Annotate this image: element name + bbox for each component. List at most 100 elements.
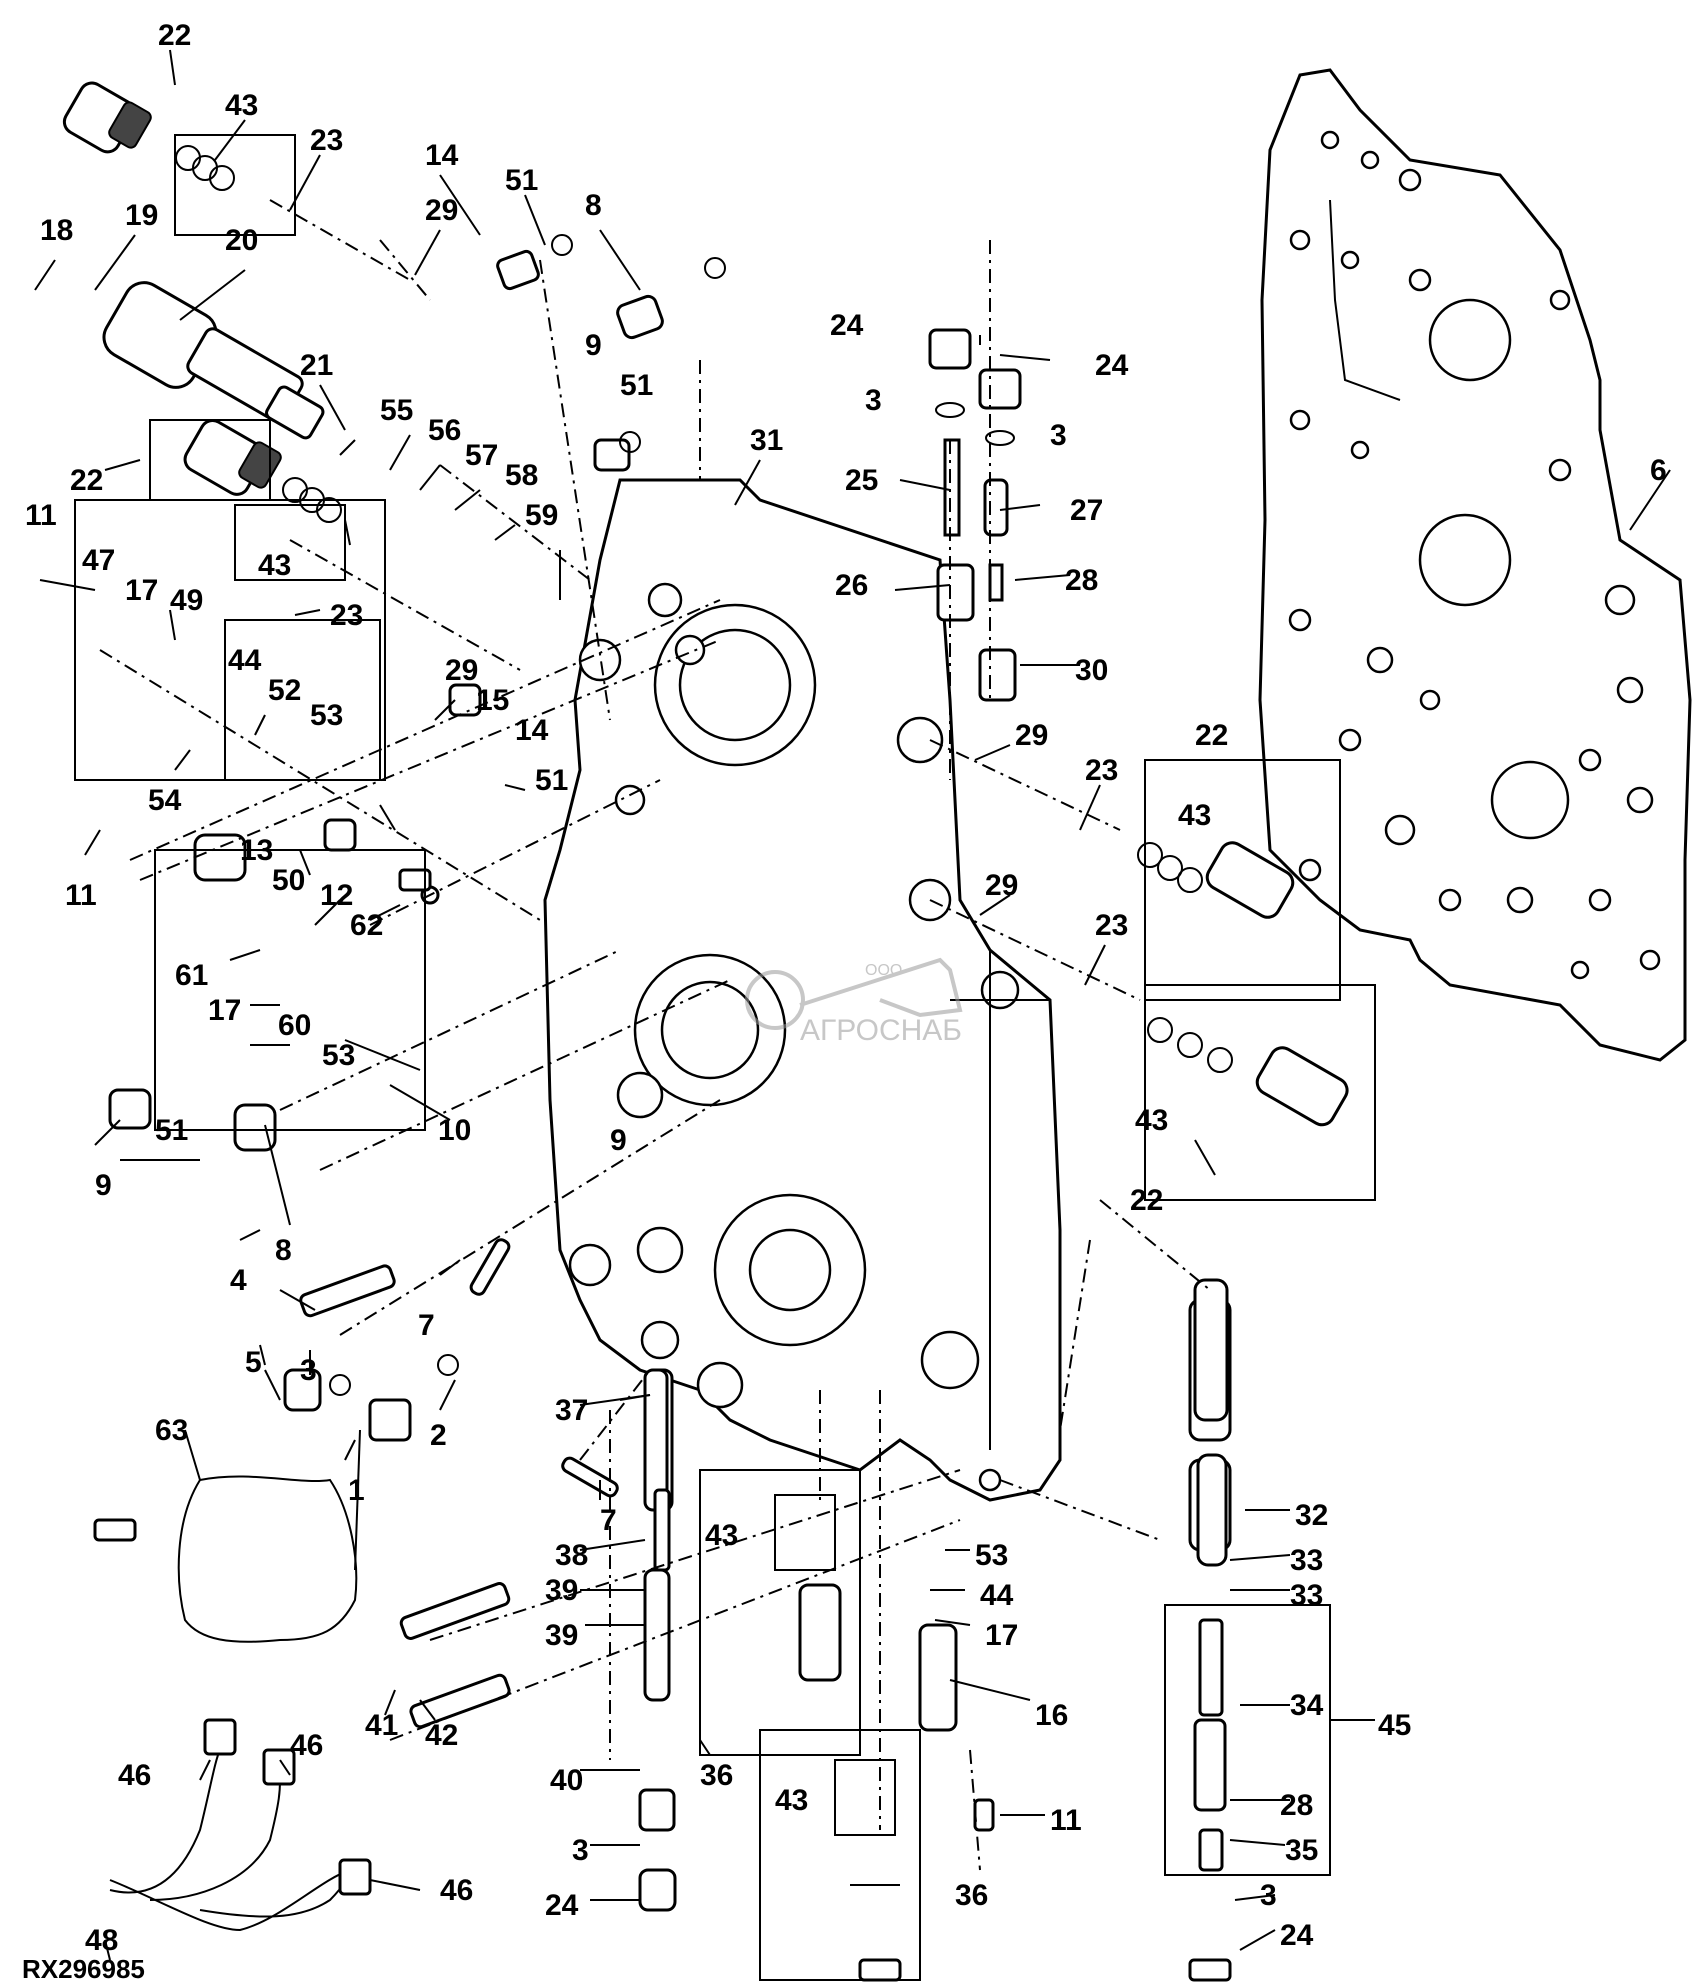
callout-62: 62	[350, 909, 383, 942]
callout-11: 11	[65, 879, 97, 912]
callout-15: 15	[476, 684, 509, 717]
callout-50: 50	[272, 864, 305, 897]
callout-43: 43	[775, 1784, 808, 1817]
callout-35: 35	[1285, 1834, 1318, 1867]
callout-29: 29	[985, 869, 1018, 902]
callout-1: 1	[348, 1474, 365, 1507]
callout-29: 29	[1015, 719, 1048, 752]
callout-59: 59	[525, 499, 558, 532]
callout-8: 8	[585, 189, 602, 222]
callout-28: 28	[1065, 564, 1098, 597]
callout-36: 36	[700, 1759, 733, 1792]
callout-22: 22	[1195, 719, 1228, 752]
callout-29: 29	[425, 194, 458, 227]
watermark-top-text: ООО	[865, 962, 902, 979]
callout-25: 25	[845, 464, 878, 497]
callout-27: 27	[1070, 494, 1103, 527]
callout-45: 45	[1378, 1709, 1411, 1742]
callout-22: 22	[70, 464, 103, 497]
seal-ring	[177, 1475, 358, 1643]
callout-22: 22	[158, 19, 191, 52]
callout-11: 11	[1050, 1804, 1082, 1837]
callout-46: 46	[118, 1759, 151, 1792]
solenoid-valve-top-left	[62, 81, 235, 191]
callout-18: 18	[40, 214, 73, 247]
callout-51: 51	[535, 764, 568, 797]
callout-26: 26	[835, 569, 868, 602]
callout-41: 41	[365, 1709, 398, 1742]
callout-54: 54	[148, 784, 182, 817]
callout-51: 51	[155, 1114, 188, 1147]
callout-24: 24	[1095, 349, 1129, 382]
callout-23: 23	[310, 124, 343, 157]
group-boxes	[74, 134, 1376, 1981]
callout-46: 46	[290, 1729, 323, 1762]
callout-5: 5	[245, 1346, 262, 1379]
callout-57: 57	[465, 439, 498, 472]
callout-32: 32	[1295, 1499, 1328, 1532]
callout-17: 17	[125, 574, 158, 607]
callout-39: 39	[545, 1619, 578, 1652]
callout-43: 43	[258, 549, 291, 582]
callout-2: 2	[430, 1419, 447, 1452]
callout-23: 23	[1095, 909, 1128, 942]
callout-46: 46	[440, 1874, 473, 1907]
callout-52: 52	[268, 674, 301, 707]
callout-24: 24	[545, 1889, 579, 1922]
watermark-brand: АГРОСНАБ	[800, 1014, 962, 1047]
callout-34: 34	[1290, 1689, 1324, 1722]
callout-61: 61	[175, 959, 208, 992]
callout-12: 12	[320, 879, 353, 912]
callout-31: 31	[750, 424, 783, 457]
callout-47: 47	[82, 544, 115, 577]
callout-10: 10	[438, 1114, 471, 1147]
callout-37: 37	[555, 1394, 588, 1427]
spring-stack	[643, 1278, 1229, 1572]
callout-17: 17	[985, 1619, 1018, 1652]
callout-53: 53	[975, 1539, 1008, 1572]
callout-23: 23	[1085, 754, 1118, 787]
callout-3: 3	[865, 384, 882, 417]
callout-56: 56	[428, 414, 461, 447]
callout-11: 11	[25, 499, 57, 532]
callout-53: 53	[310, 699, 343, 732]
callout-55: 55	[380, 394, 413, 427]
callout-24: 24	[830, 309, 864, 342]
callout-48: 48	[85, 1924, 118, 1957]
callout-21: 21	[300, 349, 333, 382]
callout-33: 33	[1290, 1544, 1323, 1577]
callout-43: 43	[1135, 1104, 1168, 1137]
callout-9: 9	[585, 329, 602, 362]
callout-44: 44	[228, 644, 262, 677]
callout-13: 13	[240, 834, 273, 867]
solenoid-valve-right-upper	[1137, 841, 1295, 919]
gasket-plate	[1258, 68, 1692, 1062]
callout-3: 3	[1260, 1879, 1277, 1912]
callout-14: 14	[515, 714, 549, 747]
callout-9: 9	[610, 1124, 627, 1157]
callout-43: 43	[705, 1519, 738, 1552]
callout-53: 53	[322, 1039, 355, 1072]
callout-40: 40	[550, 1764, 583, 1797]
leader-lines	[34, 49, 1671, 1961]
callout-29: 29	[445, 654, 478, 687]
callout-6: 6	[1650, 454, 1667, 487]
callout-20: 20	[225, 224, 258, 257]
callout-14: 14	[425, 139, 459, 172]
watermark: ООО АГРОСНАБ	[745, 957, 963, 1047]
callout-24: 24	[1280, 1919, 1314, 1952]
callout-17: 17	[208, 994, 241, 1027]
callout-43: 43	[1178, 799, 1211, 832]
callout-49: 49	[170, 584, 203, 617]
callout-39: 39	[545, 1574, 578, 1607]
callout-58: 58	[505, 459, 538, 492]
callout-7: 7	[418, 1309, 435, 1342]
callout-43: 43	[225, 89, 258, 122]
callout-19: 19	[125, 199, 158, 232]
callout-3: 3	[572, 1834, 589, 1867]
callout-38: 38	[555, 1539, 588, 1572]
callout-4: 4	[230, 1264, 247, 1297]
proportional-valve-20	[102, 281, 325, 440]
callout-22: 22	[1130, 1184, 1163, 1217]
callout-63: 63	[155, 1414, 188, 1447]
